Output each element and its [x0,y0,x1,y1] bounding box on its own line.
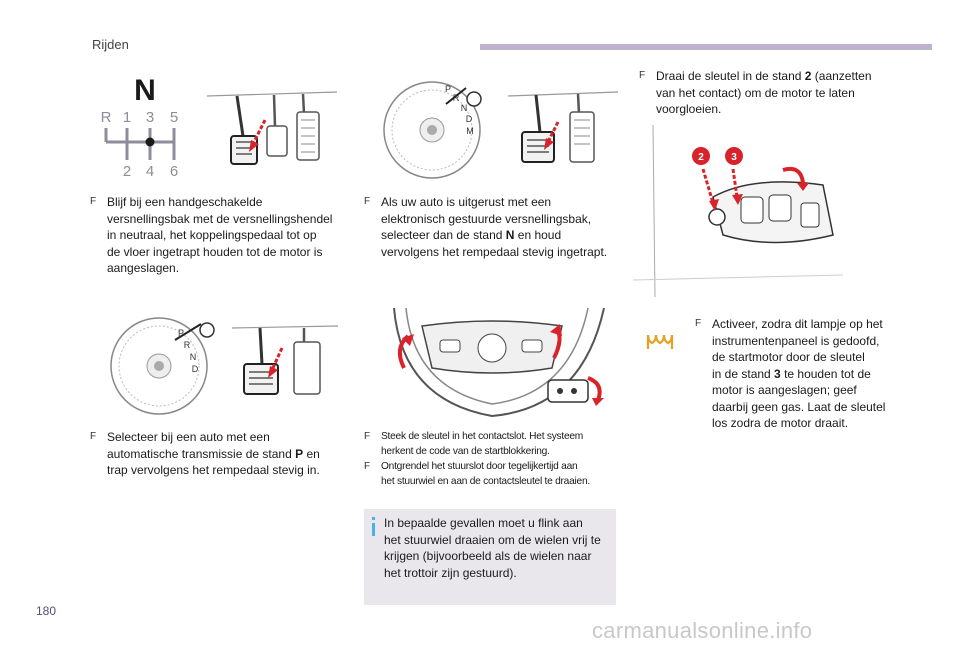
gear-label-1: 1 [123,109,131,126]
gear-label-2: 2 [123,163,131,180]
line: Draai de sleutel in de stand 2 (aanzette… [656,69,872,83]
line: de startmotor door de sleutel [712,350,865,364]
line: in neutraal, het koppelingspedaal tot op [107,228,317,242]
line: voorgloeien. [656,102,722,116]
line: elektronisch gestuurde versnellingsbak, [381,211,592,226]
bullet-marker: F [90,431,97,442]
paragraph-automatic-gearbox: F Selecteer bij een auto met een automat… [90,429,350,479]
line: daarbij geen gas. Laat de sleutel [712,399,886,414]
key-step-3-label: 3 [731,152,737,163]
pedals-brake-automatic-illustration [232,325,338,395]
gearbox-pattern-diagram: N R 1 3 5 2 4 6 [101,74,179,180]
line: het stuurwiel draaien om de wielen vrij … [384,532,601,547]
line: selecteer dan de stand N en houd [381,228,562,242]
line: van het contact) om de motor te laten [656,85,855,100]
line: trap vervolgens het rempedaal stevig in. [107,463,320,477]
gear-label-5: 5 [170,109,178,126]
paragraph-unlock-steering: F Ontgrendel het stuurslot door tegelijk… [364,459,624,489]
line: Selecteer bij een auto met een [107,430,270,444]
line: vervolgens het rempedaal stevig ingetrap… [381,244,608,259]
neutral-letter: N [134,74,156,107]
key-step-2-label: 2 [698,152,704,163]
line: de vloer ingetrapt houden tot de motor i… [107,244,323,259]
bullet-marker: F [364,461,370,472]
pedals-brake-illustration [508,91,618,163]
line: Ontgrendel het stuurslot door tegelijker… [381,461,578,472]
dial-p-letter-d: D [192,364,199,374]
line: Blijf bij een handgeschakelde [107,195,263,209]
section-title: Rijden [92,37,129,52]
dial-n-letter-m: M [466,126,474,136]
glow-plug-warning-icon [646,334,674,349]
gear-label-r: R [101,109,112,126]
steering-wheel-illustration [393,308,605,418]
dial-n-letter-n: N [461,103,468,113]
dial-p-letter-p: P [178,328,184,338]
line: In bepaalde gevallen moet u flink aan [384,516,583,530]
line: Steek de sleutel in het contactslot. Het… [381,431,584,442]
line: aangeslagen. [107,261,180,275]
gear-label-3: 3 [146,109,154,126]
selector-dial-p-illustration: P R N D [110,317,215,415]
paragraph-insert-key: F Steek de sleutel in het contactslot. H… [364,429,624,459]
line: versnellingsbak met de versnellingshende… [107,211,333,226]
gear-label-6: 6 [170,163,178,180]
dial-n-letter-r: R [453,93,460,103]
line: het trottoir zijn gestuurd). [384,565,517,580]
paragraph-electronic-gearbox: F Als uw auto is uitgerust met een elekt… [364,194,626,260]
paragraph-turn-key: F Draai de sleutel in de stand 2 (aanzet… [639,68,899,118]
dial-n-letter-d: D [466,114,473,124]
line: los zodra de motor draait. [712,416,849,430]
line: automatische transmissie de stand P en [107,446,320,461]
line: herkent de code van de startblokkering. [381,446,550,457]
paragraph-manual-gearbox: F Blijf bij een handgeschakelde versnell… [90,194,350,277]
line: het stuurwiel en aan de contactsleutel t… [381,476,590,487]
bullet-marker: F [90,196,97,207]
line: instrumentenpaneel is gedoofd, [712,333,880,348]
line: Als uw auto is uitgerust met een [381,195,552,209]
dial-p-letter-r: R [184,340,191,350]
ignition-key-illustration: 2 3 [633,125,843,297]
line: Activeer, zodra dit lampje op het [712,317,883,331]
watermark: carmanualsonline.info [592,618,813,643]
selector-dial-n-illustration: P R N D M [383,81,482,179]
bullet-marker: F [364,431,370,442]
gear-label-4: 4 [146,163,154,180]
paragraph-activate-starter: F Activeer, zodra dit lampje op het inst… [695,316,900,432]
line: krijgen (bijvoorbeeld als de wielen naar [384,549,592,563]
info-icon [372,517,375,537]
header-divider-bar [480,44,932,50]
bullet-marker: F [695,318,702,329]
info-note-box: In bepaalde gevallen moet u flink aan he… [364,509,616,605]
line: in de stand 3 te houden tot de [712,366,871,381]
dial-p-letter-n: N [190,352,197,362]
line: motor is aangeslagen; geef [712,383,857,397]
pedals-clutch-illustration [207,91,337,165]
bullet-marker: F [639,70,646,81]
bullet-marker: F [364,196,371,207]
page-number: 180 [36,604,57,618]
dial-n-letter-p: P [445,84,451,94]
